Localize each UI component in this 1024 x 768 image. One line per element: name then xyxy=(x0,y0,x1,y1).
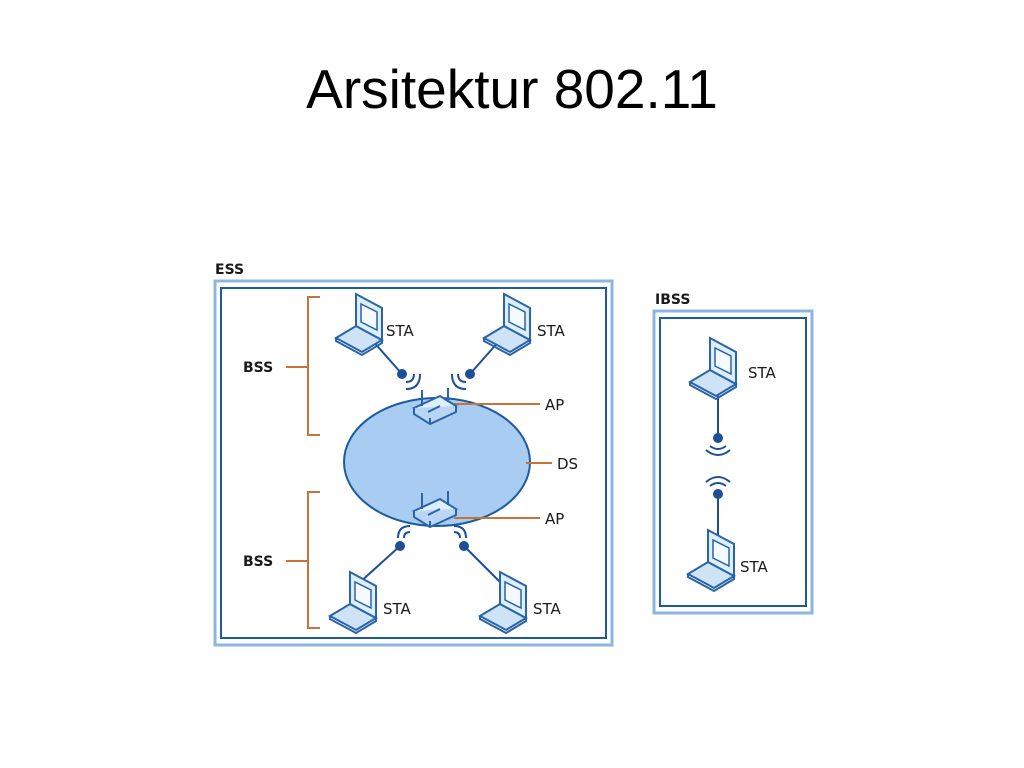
ess-label: ESS xyxy=(215,262,244,278)
bss-top-label: BSS xyxy=(243,360,273,376)
slide-title: Arsitektur 802.11 xyxy=(306,58,718,120)
sta-top-left-icon xyxy=(335,293,383,356)
bss-bottom-label: BSS xyxy=(243,554,273,570)
ibss-label: IBSS xyxy=(655,292,690,308)
bss-bottom-bracket xyxy=(307,491,320,629)
sta-bottom-left-icon xyxy=(329,571,377,634)
ap-bottom-label: AP xyxy=(545,510,564,528)
ess-frame-outer xyxy=(213,279,614,647)
ibss-sta-bottom-label: STA xyxy=(740,558,769,576)
ibss-frame-inner xyxy=(659,317,807,607)
ap-top-label: AP xyxy=(545,396,564,414)
sta-top-right-icon xyxy=(483,293,531,356)
sta-top-left-label: STA xyxy=(386,322,415,340)
ibss-sta-top-label: STA xyxy=(748,364,777,382)
sta-bottom-left-label: STA xyxy=(383,600,412,618)
sta-bottom-right-icon xyxy=(479,571,527,634)
ds-label: DS xyxy=(557,455,578,473)
bss-top-bracket xyxy=(307,296,320,436)
ibss-frame-outer xyxy=(652,309,814,615)
ess-frame-inner xyxy=(220,287,607,639)
sta-top-right-label: STA xyxy=(537,322,566,340)
sta-bottom-right-label: STA xyxy=(533,600,562,618)
ibss-sta-bottom-icon xyxy=(687,529,735,592)
ibss-sta-top-icon xyxy=(689,337,737,400)
